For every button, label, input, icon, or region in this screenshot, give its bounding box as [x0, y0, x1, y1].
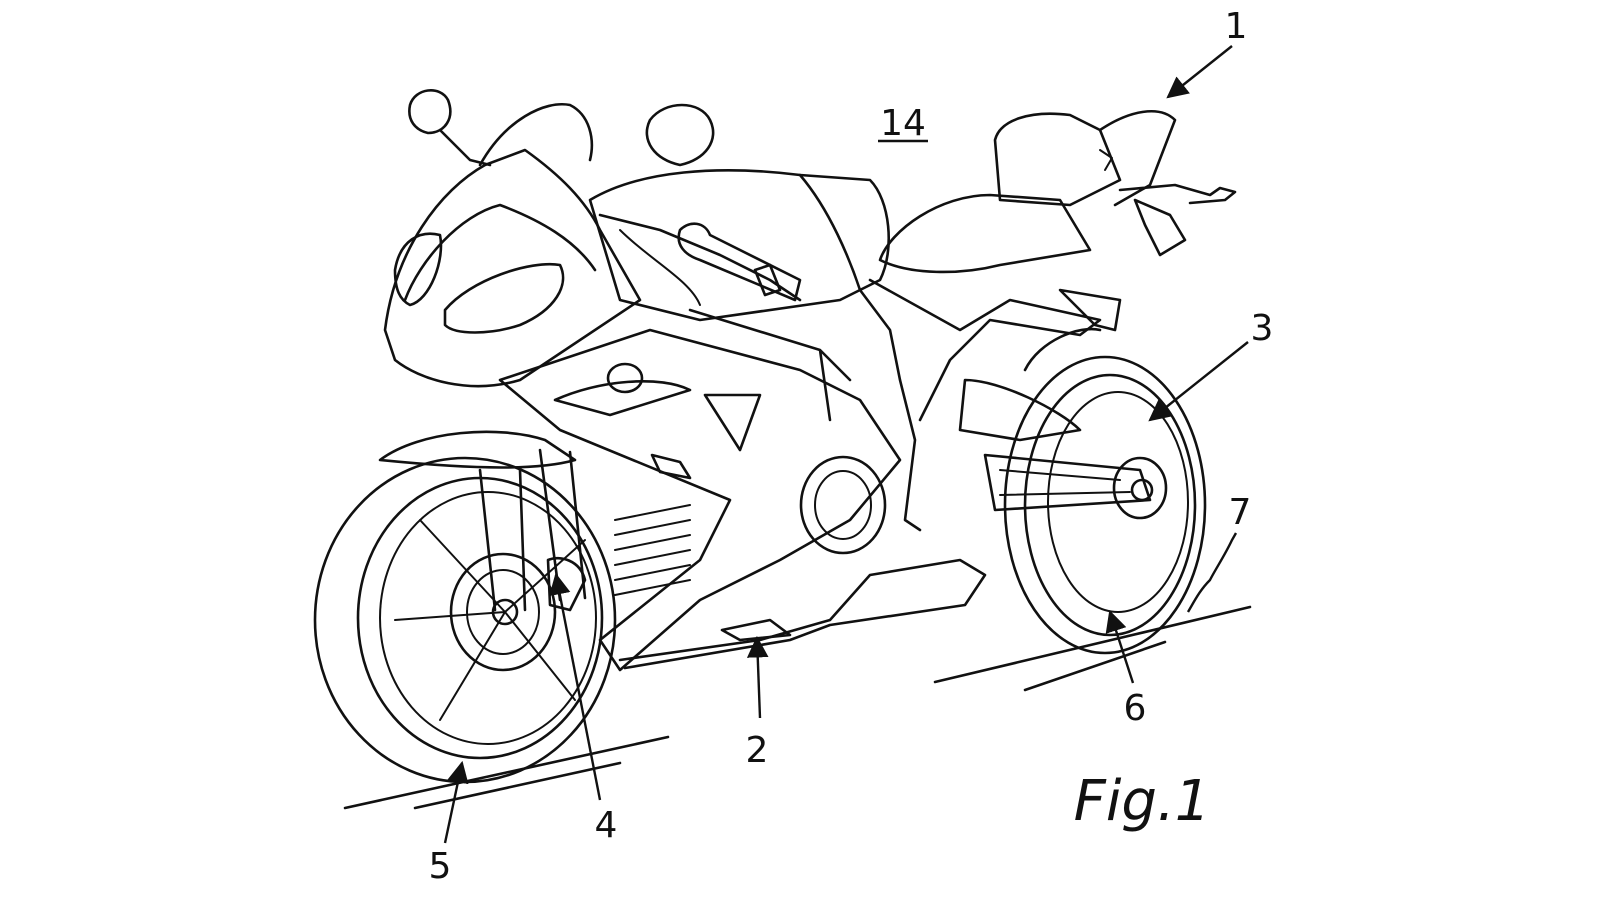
rear-wheel: [1003, 327, 1207, 655]
ref-numeral-1: 1: [1225, 6, 1248, 47]
front-wheel: [313, 456, 617, 784]
tank-and-frame: [408, 89, 1102, 532]
reference-leaders: [443, 45, 1249, 844]
figure-caption: Fig.1: [1074, 769, 1211, 834]
ref-numeral-2: 2: [746, 730, 769, 771]
swingarm: [958, 378, 1152, 512]
ref-numeral-4: 4: [595, 805, 618, 846]
ref-numeral-7: 7: [1229, 492, 1252, 533]
reference-numerals: 1 2 3 4 5 6 7 14: [429, 6, 1274, 887]
assembly-reference-14: 14: [880, 103, 926, 144]
seat-and-tail: [878, 109, 1237, 332]
ref-numeral-3: 3: [1251, 308, 1274, 349]
motorcycle-drawing: [313, 89, 1237, 784]
ref-numeral-6: 6: [1124, 688, 1147, 729]
ref-numeral-5: 5: [429, 846, 452, 887]
front-fork-and-fender: [378, 430, 587, 612]
fairing-and-body: [383, 102, 987, 672]
road-lines: [343, 605, 1252, 810]
